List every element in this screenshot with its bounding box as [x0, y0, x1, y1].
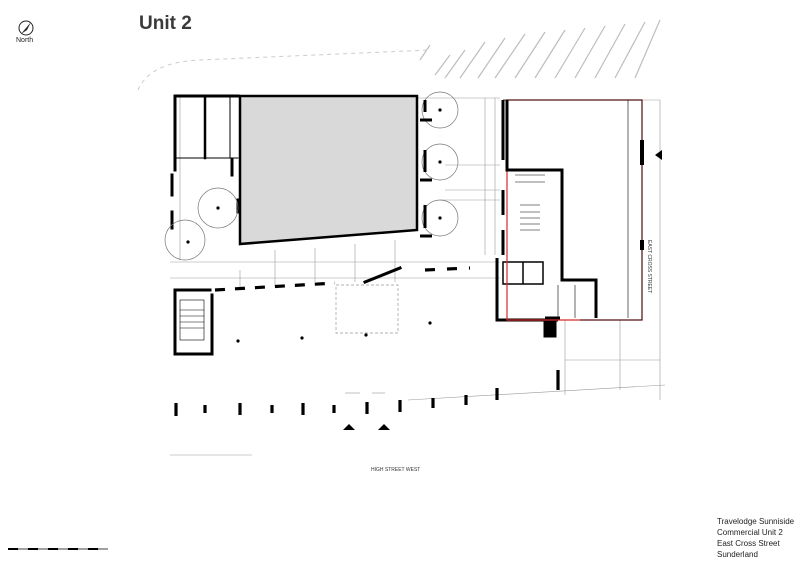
unit-name: Commercial Unit 2: [717, 528, 783, 537]
scale-bar: [8, 548, 108, 550]
street-address: East Cross Street: [717, 539, 780, 548]
dashed-zone: [335, 284, 399, 334]
door-swings: [164, 91, 459, 261]
city: Sunderland: [717, 550, 758, 559]
shaded-block: [238, 94, 419, 246]
columns: [186, 240, 500, 343]
hatched-area: [419, 19, 661, 79]
project-name: Travelodge Sunniside: [717, 517, 795, 526]
street-label-high-street-west: HIGH STREET WEST: [371, 467, 421, 473]
street-label-east-cross-street: EAST CROSS STREET: [646, 240, 652, 294]
stairs-left: [179, 299, 205, 341]
entrance-arrow-icon: [343, 150, 662, 430]
project-info: Travelodge Sunniside Commercial Unit 2 E…: [717, 516, 794, 560]
north-arrow-icon: [18, 20, 34, 36]
drawing-title: Unit 2: [139, 13, 192, 34]
guide-lines: [170, 95, 666, 456]
wall-stubs: [420, 100, 432, 238]
unit-2-outline: [506, 99, 643, 321]
dashed-walls: [174, 266, 560, 416]
walls: [170, 94, 402, 356]
north-label: North: [16, 37, 34, 44]
core-stairs: [515, 174, 576, 318]
